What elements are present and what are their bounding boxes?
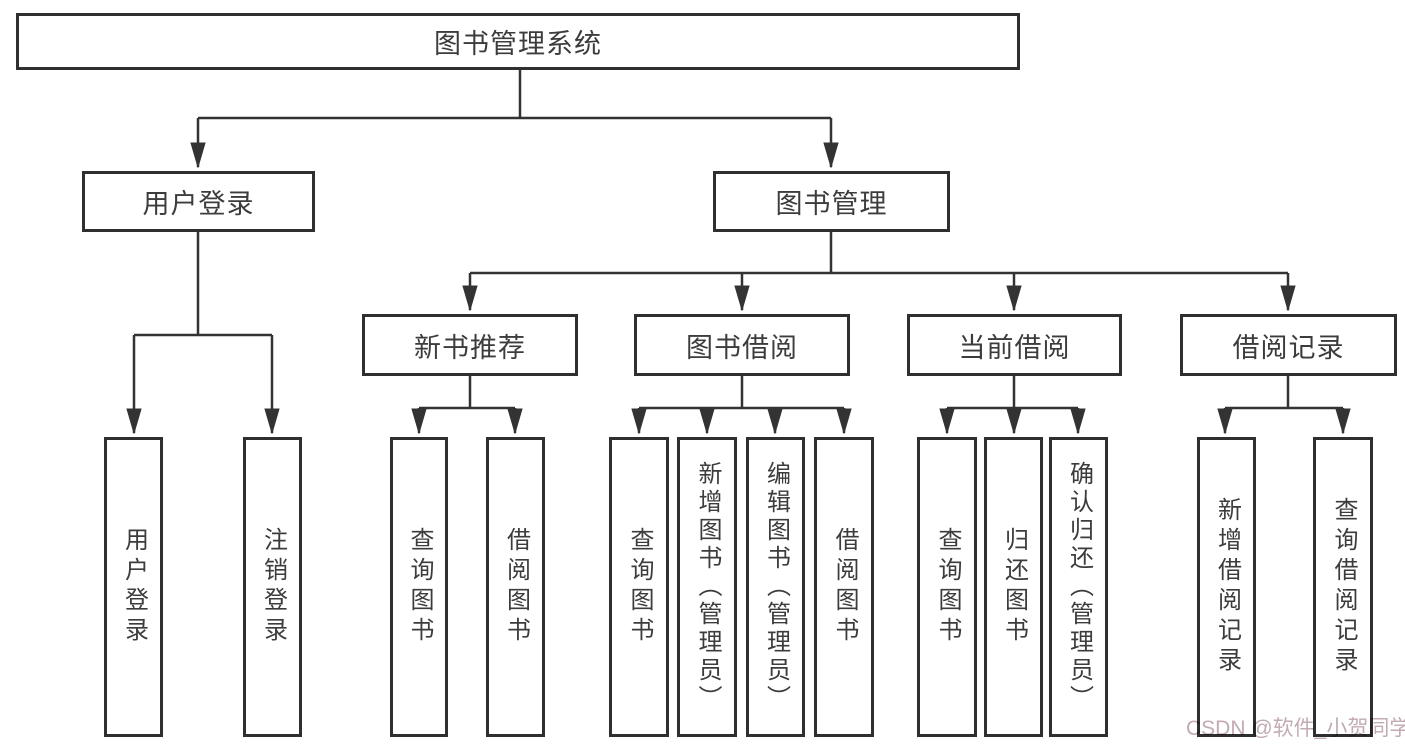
node-label: 借阅图书 — [831, 527, 858, 647]
leaf-query-books: 查询图书 — [917, 437, 977, 737]
node-label: 新书推荐 — [414, 332, 526, 363]
node-label: 注销登录 — [259, 527, 287, 647]
leaf-query-books: 查询图书 — [609, 437, 669, 737]
node-label: 借阅记录 — [1232, 332, 1345, 363]
node-label: 新增借阅记录 — [1213, 497, 1241, 677]
leaf-query-borrow-record: 查询借阅记录 — [1313, 437, 1373, 737]
node-label: 归还图书 — [1000, 527, 1028, 647]
node-user-login: 用户登录 — [82, 171, 315, 232]
leaf-borrow-books: 借阅图书 — [486, 437, 545, 737]
leaf-confirm-return-admin: 确认归还（管理员） — [1049, 437, 1108, 737]
node-label: 新增图书（管理员） — [694, 461, 721, 713]
node-book-borrowing: 图书借阅 — [634, 314, 850, 376]
node-label: 查询图书 — [406, 527, 433, 647]
node-label: 图书借阅 — [686, 332, 798, 363]
node-label: 借阅图书 — [502, 527, 530, 647]
leaf-query-books: 查询图书 — [390, 437, 448, 737]
node-current-borrowing: 当前借阅 — [907, 314, 1122, 376]
node-label: 图书管理 — [775, 189, 888, 219]
leaf-add-books-admin: 新增图书（管理员） — [677, 437, 737, 737]
leaf-borrow-books: 借阅图书 — [814, 437, 874, 737]
node-book-management: 图书管理 — [713, 171, 950, 232]
node-label: 查询图书 — [934, 527, 961, 647]
node-label: 查询图书 — [626, 527, 653, 647]
node-label: 查询借阅记录 — [1330, 497, 1357, 677]
node-new-book-recommend: 新书推荐 — [362, 314, 578, 376]
node-library-system: 图书管理系统 — [16, 13, 1020, 70]
node-label: 图书管理系统 — [434, 29, 602, 59]
node-label: 用户登录 — [120, 527, 148, 647]
node-label: 当前借阅 — [958, 332, 1071, 363]
node-label: 确认归还（管理员） — [1065, 461, 1093, 713]
node-borrowing-records: 借阅记录 — [1180, 314, 1397, 376]
leaf-user-login: 用户登录 — [104, 437, 163, 737]
csdn-watermark: CSDN @软件_小贺同学 — [1186, 717, 1405, 740]
node-label: 用户登录 — [142, 189, 255, 219]
leaf-return-books: 归还图书 — [984, 437, 1043, 737]
node-label: 编辑图书（管理员） — [762, 461, 790, 713]
leaf-logout: 注销登录 — [243, 437, 302, 737]
leaf-edit-books-admin: 编辑图书（管理员） — [746, 437, 805, 737]
leaf-add-borrow-record: 新增借阅记录 — [1197, 437, 1256, 737]
